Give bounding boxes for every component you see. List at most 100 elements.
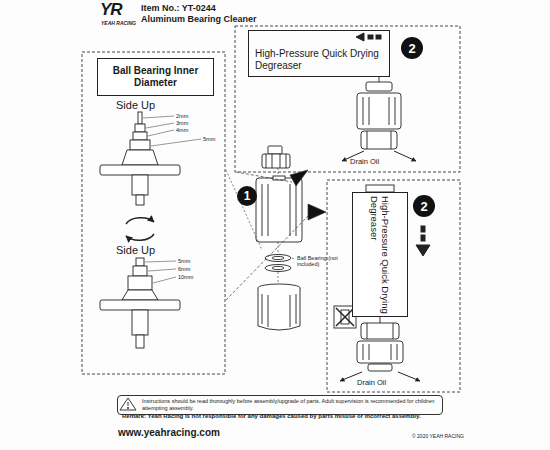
spray-direction — [376, 35, 381, 39]
warning-icon — [128, 402, 129, 406]
cleaner-upright — [357, 93, 401, 129]
logo-text: YEAH RACING — [101, 21, 136, 27]
direction-arrow — [290, 170, 308, 186]
spray-direction — [421, 226, 425, 232]
exploded-cleaner — [256, 178, 302, 242]
cleaner-inverted — [369, 344, 370, 360]
dashed-panel — [82, 26, 460, 392]
cleaner-inverted — [357, 323, 403, 371]
spindle-bottom — [122, 290, 158, 300]
node-text: 2 — [420, 199, 427, 214]
dimension: 3mm — [176, 120, 188, 126]
node-text: 2 — [408, 41, 415, 56]
spray-direction — [368, 35, 373, 39]
step-number: 2 — [401, 37, 423, 59]
exploded-cleaner — [265, 265, 291, 272]
exploded-cleaner — [272, 266, 284, 269]
spindle-bottom — [136, 335, 144, 348]
spindle-top — [100, 165, 180, 175]
spindle-top — [136, 195, 144, 205]
exploded-cleaner — [296, 294, 297, 324]
flip-arrows — [126, 218, 154, 241]
exploded-cleaner — [265, 255, 291, 262]
leader-line — [143, 116, 201, 283]
website: www.yeahracing.com — [118, 427, 220, 438]
exploded-cleaner — [280, 154, 281, 168]
exploded-cleaner — [258, 288, 300, 330]
spindle-bottom — [136, 258, 144, 266]
node-text: Instructions should be read thoroughly b… — [142, 398, 437, 412]
item-number: Item No.: YT-0244 — [141, 4, 216, 14]
spray-direction — [356, 33, 364, 41]
dimension: 5mm — [203, 136, 215, 142]
leader-line — [146, 123, 174, 128]
assembly-line — [278, 168, 279, 176]
node-text: Ball Bearing Inner Diameter — [112, 65, 199, 90]
drain-label: Drain Oil — [357, 379, 386, 387]
spindle-top — [132, 175, 148, 195]
leader-line — [148, 269, 176, 271]
cleaner-upright — [361, 131, 397, 149]
cleaner-inverted — [361, 323, 399, 339]
assembly-line — [278, 272, 279, 283]
node-text: High-Pressure Quick Drying Degreaser — [369, 196, 392, 314]
cleaner-upright — [369, 97, 370, 125]
cleaner-inverted — [357, 341, 403, 363]
exploded-cleaner — [268, 184, 269, 236]
spindle-top — [135, 124, 145, 132]
step-number: 2 — [413, 195, 435, 217]
node-text: High-Pressure Quick Drying Degreaser — [255, 48, 383, 72]
degreaser-can: High-Pressure Quick Drying Degreaser — [352, 192, 408, 317]
exploded-cleaner — [268, 146, 282, 154]
drain-arrow — [394, 151, 416, 161]
drain-label: Drain Oil — [350, 158, 379, 166]
exploded-cleaner — [268, 295, 269, 327]
header-box: Ball Bearing Inner Diameter — [97, 58, 214, 96]
cleaner-upright — [366, 82, 392, 91]
spray-direction — [416, 226, 430, 256]
exploded-cleaner — [290, 295, 291, 327]
leader-line — [153, 277, 176, 283]
direction-arrow — [226, 170, 326, 300]
leader-line — [151, 139, 201, 146]
spray-can — [380, 317, 381, 323]
cleaner-upright — [391, 131, 392, 149]
spindle-top — [133, 132, 147, 140]
side-up-label: Side Up — [116, 99, 155, 111]
flip-arrows — [126, 218, 154, 224]
leader-line — [143, 116, 174, 118]
spray-direction — [421, 235, 425, 241]
part-label: Ball Bearing (not included) — [297, 255, 339, 267]
dimension: 5mm — [178, 258, 190, 264]
dashed-panel — [327, 180, 460, 392]
exploded-cleaner — [272, 154, 273, 168]
assembly-line — [226, 168, 295, 283]
cleaner-upright — [363, 97, 364, 125]
spindle-top — [130, 140, 150, 150]
degreaser-box: High-Pressure Quick Drying Degreaser — [248, 30, 390, 77]
dimension: 4mm — [176, 127, 188, 133]
dimension: 10mm — [178, 274, 193, 280]
spindle-bottom — [128, 276, 152, 290]
exploded-cleaner — [262, 294, 263, 324]
leader-line — [145, 261, 176, 262]
node-text: 1 — [244, 189, 251, 203]
exploded-cleaner — [262, 184, 263, 236]
spindle-bottom — [100, 300, 180, 310]
spindle-bottom — [100, 258, 180, 348]
cleaner-inverted — [363, 344, 364, 360]
direction-arrow — [308, 204, 326, 220]
exploded-cleaner — [290, 184, 291, 236]
exploded-cleaner — [272, 256, 284, 259]
warning-icon — [120, 398, 136, 410]
cleaner-upright — [389, 97, 390, 125]
spray-can — [366, 185, 394, 192]
assembly-line — [278, 242, 279, 254]
cleaner-inverted — [367, 323, 368, 339]
logo: YR — [100, 1, 122, 20]
dimension: 6mm — [178, 266, 190, 272]
spindle-bottom — [132, 310, 148, 335]
spindle-top — [138, 112, 142, 124]
spindle-bottom — [133, 266, 147, 276]
